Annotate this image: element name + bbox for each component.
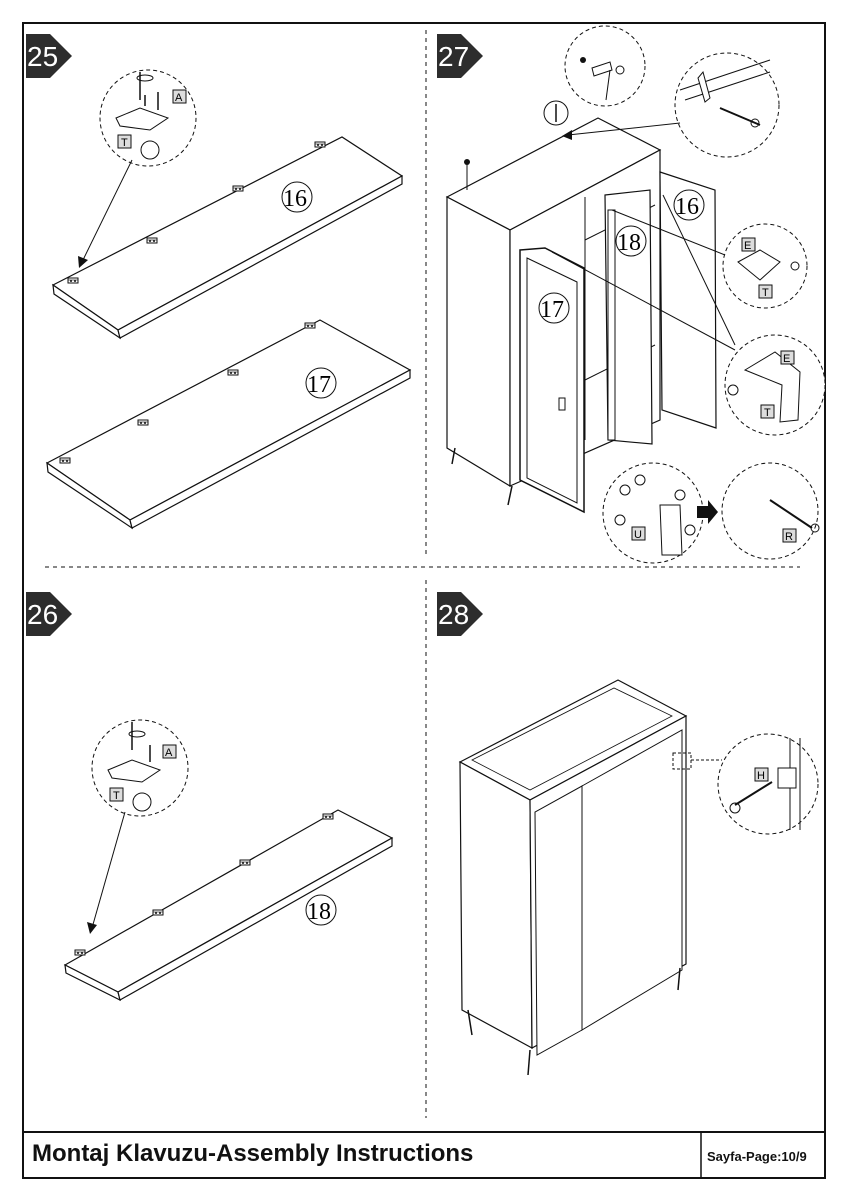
part-17-marker-step27: [538, 292, 570, 324]
step-27-hardware-r: R: [785, 531, 793, 543]
wardrobe-closed: [458, 679, 722, 1076]
door-16: [659, 171, 717, 429]
step-27-then-arrow: [697, 500, 718, 524]
step-27-hardware-u: U: [634, 529, 642, 541]
panel-17: [45, 319, 412, 530]
step-25-number: 25: [27, 41, 58, 72]
step-27-badge: 27: [437, 34, 483, 78]
step-27-hardware-t-lower: T: [764, 407, 771, 419]
step-27-arrow-hinge-upper: [611, 209, 726, 256]
part-16-marker: [281, 181, 313, 213]
step-27-arrow-bracket: [567, 122, 681, 136]
door-18: [604, 189, 653, 445]
step-28-bracket-detail: [717, 733, 819, 835]
step-27-label-u: U: [631, 526, 646, 541]
step-25-label-t: T: [117, 134, 132, 149]
part-16-marker-step27: [673, 189, 705, 221]
step-25-hardware-t: T: [121, 137, 128, 149]
part-18-number-step27: 18: [617, 230, 641, 256]
part-17-marker: [305, 367, 337, 399]
step-27-hardware-e-upper: E: [744, 240, 751, 252]
footer-page-number: Sayfa-Page:10/9: [707, 1149, 807, 1164]
step-27-arrow-hinge-mid: [662, 194, 736, 346]
step-27-label-e-lower: E: [780, 350, 795, 365]
step-27-hardware-e-lower: E: [783, 353, 790, 365]
part-18-marker-step27: [615, 225, 647, 257]
step-27-wall-anchor-detail: [564, 25, 646, 107]
step-27-number: 27: [438, 41, 469, 72]
step-28-hardware-h: H: [757, 770, 765, 782]
step-25-hardware-a: A: [175, 92, 183, 104]
step-27-hinge-detail-lower: [724, 334, 826, 436]
step-26-number: 26: [27, 599, 58, 630]
step-27-top-screw-detail: [543, 100, 569, 126]
step-28-number: 28: [438, 599, 469, 630]
step-25-hinge-detail: [99, 69, 197, 167]
step-27-handle-detail: [602, 462, 704, 564]
door-17: [519, 247, 585, 514]
part-18-marker: [305, 894, 337, 926]
footer-title: Montaj Klavuzu-Assembly Instructions: [32, 1140, 474, 1167]
step-27-label-t-upper: T: [758, 284, 773, 299]
part-16-number: 16: [283, 186, 307, 212]
panel-18: [63, 809, 394, 1002]
step-27-hardware-t-upper: T: [762, 287, 769, 299]
step-26-pointer-arrow: [91, 811, 126, 929]
step-26-hardware-a: A: [165, 747, 173, 759]
step-27-bracket-detail: [674, 52, 780, 158]
step-27-label-t-lower: T: [760, 404, 775, 419]
part-17-number: 17: [307, 372, 331, 398]
part-18-number: 18: [307, 899, 331, 925]
step-25-badge: 25: [26, 34, 72, 78]
step-28-badge: 28: [437, 592, 483, 636]
step-26-label-t: T: [109, 787, 124, 802]
part-17-number-step27: 17: [540, 297, 564, 323]
part-16-number-step27: 16: [675, 194, 699, 220]
step-27-arrow-hinge-lower: [551, 251, 736, 351]
step-26-badge: 26: [26, 592, 72, 636]
panel-16: [51, 136, 404, 340]
step-25-label-a: A: [172, 89, 187, 104]
step-27-screw-detail: [721, 462, 820, 560]
step-25-pointer-arrow: [81, 159, 133, 263]
step-26-hinge-detail: [91, 719, 189, 817]
page-frame: [22, 22, 826, 1179]
step-28-label-h: H: [754, 767, 769, 782]
step-26-label-a: A: [162, 744, 177, 759]
step-27-label-r: R: [782, 528, 797, 543]
step-27-label-e-upper: E: [741, 237, 756, 252]
step-26-hardware-t: T: [113, 790, 120, 802]
